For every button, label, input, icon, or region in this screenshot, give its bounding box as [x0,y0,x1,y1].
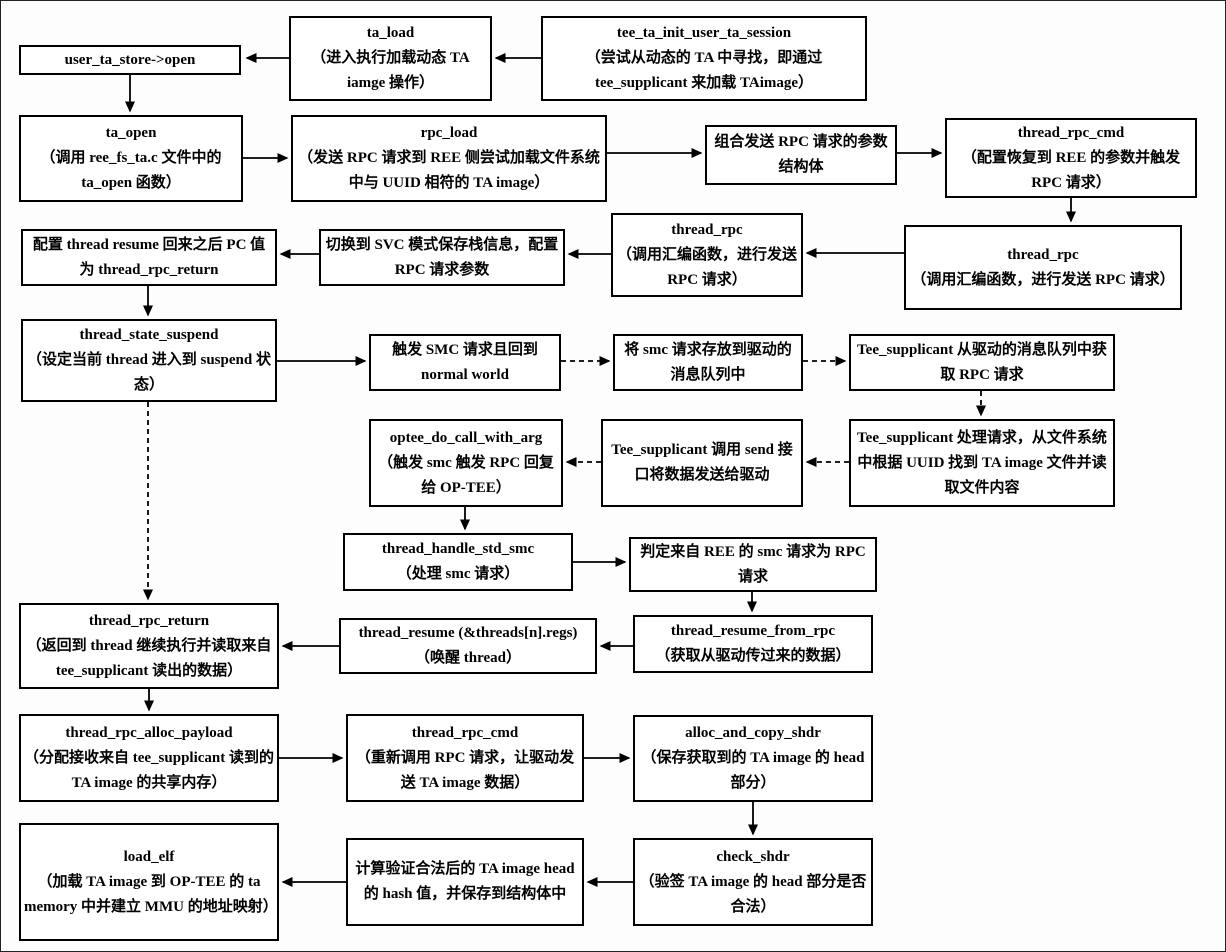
flow-node-supplicant-send-driver: Tee_supplicant 调用 send 接口将数据发送给驱动 [601,419,803,507]
node-body: 将 smc 请求存放到驱动的消息队列中 [624,341,792,383]
node-body: 计算验证合法后的 TA image head 的 hash 值，并保存到结构体中 [355,861,575,902]
node-body: （调用汇编函数，进行发送 RPC 请求） [911,271,1175,288]
node-body: （验签 TA image 的 head 部分是否合法） [639,873,867,915]
node-body: （唤醒 thread） [415,650,521,666]
node-title: alloc_and_copy_shdr [685,725,821,741]
node-body: （处理 smc 请求） [396,566,520,582]
flow-node-tee-ta-init-user-ta-session: tee_ta_init_user_ta_session （尝试从动态的 TA 中寻… [541,16,867,101]
node-body: （分配接收来自 tee_supplicant 读到的 TA image 的共享内… [24,749,275,791]
node-title: thread_rpc [1007,246,1079,263]
node-body: （保存获取到的 TA image 的 head 部分） [641,750,865,791]
node-title: thread_resume (&threads[n].regs) [358,625,578,641]
node-body: （重新调用 RPC 请求，让驱动发送 TA image 数据） [355,749,575,791]
flow-node-thread-resume: thread_resume (&threads[n].regs) （唤醒 thre… [339,618,597,674]
flow-node-alloc-and-copy-shdr: alloc_and_copy_shdr （保存获取到的 TA image 的 he… [633,715,873,802]
node-body: 触发 SMC 请求且回到 normal world [392,341,538,383]
flow-node-thread-state-suspend: thread_state_suspend （设定当前 thread 进入到 sus… [21,319,277,402]
flow-node-load-elf: load_elf （加载 TA image 到 OP-TEE 的 ta memor… [19,823,279,941]
flow-node-store-smc-msg-queue: 将 smc 请求存放到驱动的消息队列中 [613,334,803,391]
node-title: ta_load [366,25,415,41]
node-body: （设定当前 thread 进入到 suspend 状态） [27,352,271,393]
flow-node-combine-rpc-params: 组合发送 RPC 请求的参数结构体 [705,125,897,185]
node-body: （发送 RPC 请求到 REE 侧尝试加载文件系统中与 UUID 相符的 TA … [298,150,600,191]
node-title: check_shdr [716,848,790,865]
node-body: （尝试从动态的 TA 中寻找，即通过 tee_supplicant 来加载 TA… [585,50,823,91]
node-title: thread_handle_std_smc [381,541,535,557]
node-title: thread_rpc_cmd [411,724,519,741]
flow-node-ta-load: ta_load （进入执行加载动态 TA iamge 操作） [289,16,492,101]
node-body: （配置恢复到 REE 的参数并触发 RPC 请求） [961,149,1181,191]
node-title: thread_state_suspend [79,327,219,343]
node-body: （返回到 thread 继续执行并读取来自 tee_supplicant 读出的… [26,637,272,679]
flow-node-thread-rpc-cmd-1: thread_rpc_cmd （配置恢复到 REE 的参数并触发 RPC 请求） [945,118,1197,198]
flow-node-thread-resume-from-rpc: thread_resume_from_rpc （获取从驱动传过来的数据） [633,615,873,673]
node-title: thread_rpc_alloc_payload [65,724,233,741]
flow-node-supplicant-handle-request: Tee_supplicant 处理请求，从文件系统中根据 UUID 找到 TA … [849,419,1115,507]
flow-node-config-thread-resume-pc: 配置 thread resume 回来之后 PC 值为 thread_rpc_r… [21,229,277,286]
node-body: Tee_supplicant 处理请求，从文件系统中根据 UUID 找到 TA … [857,429,1107,496]
node-body: （加载 TA image 到 OP-TEE 的 ta memory 中并建立 M… [24,873,278,915]
node-title: user_ta_store->open [64,51,196,68]
flow-node-supplicant-get-rpc: Tee_supplicant 从驱动的消息队列中获取 RPC 请求 [849,334,1115,391]
node-title: thread_rpc_cmd [1017,124,1125,141]
flow-node-thread-rpc-alloc-payload: thread_rpc_alloc_payload （分配接收来自 tee_supp… [19,714,279,802]
node-title: optee_do_call_with_arg [389,429,543,446]
flow-node-thread-rpc-cmd-2: thread_rpc_cmd （重新调用 RPC 请求，让驱动发送 TA imag… [346,714,584,802]
flow-node-thread-rpc-left: thread_rpc （调用汇编函数，进行发送 RPC 请求） [611,213,803,297]
node-body: Tee_supplicant 调用 send 接口将数据发送给驱动 [611,442,793,483]
flow-node-calc-hash-save-struct: 计算验证合法后的 TA image head 的 hash 值，并保存到结构体中 [346,838,584,926]
flow-node-ta-open: ta_open （调用 ree_fs_ta.c 文件中的 ta_open 函数） [19,115,243,202]
node-body: （调用汇编函数，进行发送 RPC 请求） [616,246,797,288]
node-title: thread_resume_from_rpc [670,623,836,639]
flow-node-user-ta-store-open: user_ta_store->open [19,45,241,75]
flow-node-rpc-load: rpc_load （发送 RPC 请求到 REE 侧尝试加载文件系统中与 UUID… [291,115,607,202]
node-body: 配置 thread resume 回来之后 PC 值为 thread_rpc_r… [32,236,266,278]
node-body: Tee_supplicant 从驱动的消息队列中获取 RPC 请求 [857,341,1107,383]
node-title: thread_rpc [671,221,743,238]
node-body: （进入执行加载动态 TA iamge 操作） [311,50,470,91]
node-body: （调用 ree_fs_ta.c 文件中的 ta_open 函数） [40,150,222,191]
node-title: load_elf [123,848,175,865]
node-body: 组合发送 RPC 请求的参数结构体 [714,134,888,175]
node-title: ta_open [105,125,157,141]
node-body: 切换到 SVC 模式保存栈信息，配置 RPC 请求参数 [325,236,559,278]
flow-node-thread-rpc-return: thread_rpc_return （返回到 thread 继续执行并读取来自 t… [19,603,279,689]
flow-node-check-shdr: check_shdr （验签 TA image 的 head 部分是否合法） [633,838,873,926]
flow-node-thread-handle-std-smc: thread_handle_std_smc （处理 smc 请求） [343,533,573,591]
node-title: tee_ta_init_user_ta_session [616,25,792,41]
node-body: （触发 smc 触发 RPC 回复给 OP-TEE） [378,454,554,496]
node-body: （获取从驱动传过来的数据） [655,648,851,664]
flow-node-thread-rpc-right: thread_rpc （调用汇编函数，进行发送 RPC 请求） [904,225,1182,310]
flow-node-judge-ree-smc-rpc: 判定来自 REE 的 smc 请求为 RPC 请求 [629,537,877,592]
node-body: 判定来自 REE 的 smc 请求为 RPC 请求 [640,543,866,585]
node-title: thread_rpc_return [88,612,210,629]
flow-node-switch-svc-save-stack: 切换到 SVC 模式保存栈信息，配置 RPC 请求参数 [319,229,565,286]
flow-node-trigger-smc-normal-world: 触发 SMC 请求且回到 normal world [369,334,561,391]
flow-node-optee-do-call-with-arg: optee_do_call_with_arg （触发 smc 触发 RPC 回复给… [369,419,563,507]
node-title: rpc_load [420,125,478,141]
